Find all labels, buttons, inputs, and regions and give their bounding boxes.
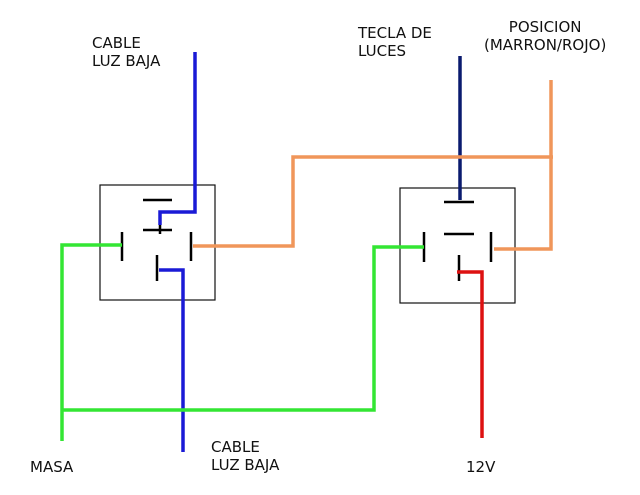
label-line: CABLE: [92, 34, 141, 52]
label-cable-luz-baja-bottom: CABLE LUZ BAJA: [211, 438, 279, 474]
label-line: (MARRON/ROJO): [484, 36, 607, 54]
relay-right-contacts: [422, 200, 493, 281]
wire-blue-bottom: [159, 268, 185, 452]
wire-blue-top: [158, 52, 197, 225]
label-posicion: POSICION (MARRON/ROJO): [484, 18, 606, 54]
label-tecla-de-luces: TECLA DE LUCES: [358, 24, 432, 60]
label-line: LUZ BAJA: [92, 52, 161, 70]
label-line: MASA: [30, 458, 74, 476]
wire-orange-link: [193, 155, 553, 248]
label-12v: 12V: [466, 458, 495, 476]
wire-red-12v: [457, 270, 484, 438]
label-masa: MASA: [30, 458, 73, 476]
wire-orange-posicion: [494, 80, 553, 251]
label-line: POSICION: [508, 18, 582, 36]
label-cable-luz-baja-top: CABLE LUZ BAJA: [92, 34, 160, 70]
label-line: CABLE: [211, 438, 260, 456]
label-line: TECLA DE: [358, 24, 432, 42]
wire-green-bottom: [62, 245, 424, 412]
relay-left-contacts: [120, 198, 193, 281]
wire-green-masa: [60, 243, 122, 441]
relay-left: [99, 184, 216, 301]
label-line: LUCES: [358, 42, 407, 60]
label-line: 12V: [466, 458, 496, 476]
label-line: LUZ BAJA: [211, 456, 280, 474]
